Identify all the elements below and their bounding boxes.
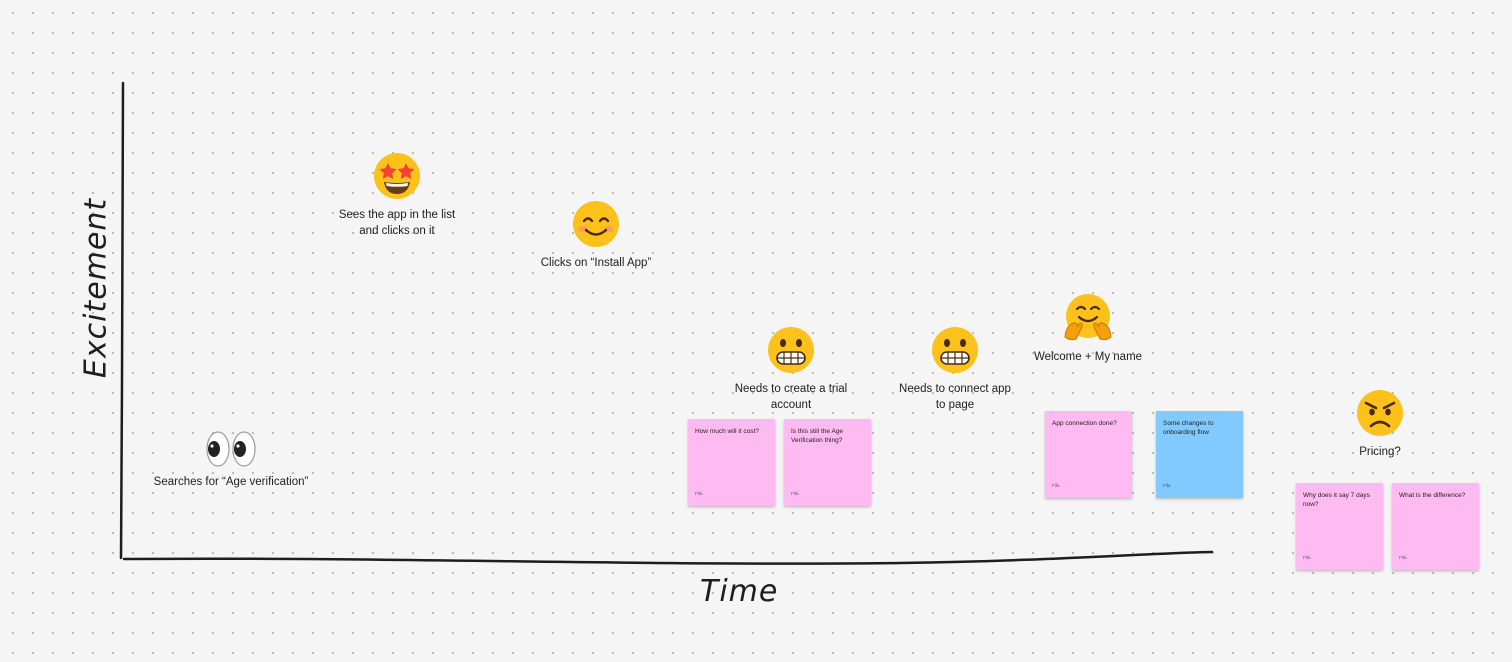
sticky-note-text: How much will it cost? (695, 428, 759, 435)
journey-step-pricing[interactable]: Pricing? (1320, 388, 1440, 460)
sticky-note-author: Fifa (1052, 483, 1060, 488)
sticky-note[interactable]: How much will it cost? Fifa (688, 419, 775, 506)
hugging-face-icon (1064, 294, 1112, 341)
step-label: Clicks on “Install App” (540, 257, 652, 269)
journey-step-sees-app[interactable]: Sees the app in the list and clicks on i… (337, 151, 457, 239)
y-axis-line (119, 81, 125, 560)
sticky-note-text: Some changes to onboarding flow (1163, 420, 1214, 436)
sticky-note[interactable]: Some changes to onboarding flow Fifa (1156, 411, 1243, 498)
sticky-note-author: Fifa (1303, 555, 1311, 560)
journey-step-trial-account[interactable]: Needs to create a trial account (731, 325, 851, 413)
grimacing-face-icon (932, 327, 978, 373)
sticky-note-text: What is the difference? (1399, 492, 1466, 499)
sticky-note-author: Fifa (1399, 555, 1407, 560)
step-label: Searches for “Age verification” (153, 476, 309, 488)
journey-step-install[interactable]: Clicks on “Install App” (536, 199, 656, 271)
step-label: Pricing? (1359, 446, 1401, 458)
journey-step-search[interactable]: Searches for “Age verification” (130, 430, 332, 490)
step-label: Sees the app in the list and clicks on i… (338, 209, 456, 237)
sticky-note-text: App connection done? (1052, 420, 1117, 427)
step-label: Needs to connect app to page (899, 383, 1011, 411)
star-struck-face-icon (374, 153, 420, 199)
angry-face-icon (1357, 390, 1403, 436)
journey-step-welcome[interactable]: Welcome + My name (1028, 293, 1148, 365)
smiling-face-icon (573, 201, 619, 247)
sticky-note-text: Why does it say 7 days now? (1303, 492, 1370, 508)
sticky-note-author: Fifa (1163, 483, 1171, 488)
grimacing-face-icon (768, 327, 814, 373)
eyes-icon (206, 431, 256, 467)
step-label: Welcome + My name (1033, 351, 1143, 363)
sticky-note[interactable]: App connection done? Fifa (1045, 411, 1132, 498)
x-axis-line (122, 550, 1214, 565)
sticky-note-text: Is this still the Age Verification thing… (791, 428, 844, 444)
sticky-note[interactable]: Why does it say 7 days now? Fifa (1296, 483, 1383, 570)
sticky-note-author: Fifa (695, 491, 703, 496)
sticky-note-author: Fifa (791, 491, 799, 496)
y-axis-label: Excitement (78, 197, 114, 379)
step-label: Needs to create a trial account (734, 383, 848, 411)
x-axis-label: Time (700, 574, 779, 609)
sticky-note[interactable]: What is the difference? Fifa (1392, 483, 1479, 570)
journey-step-connect-app[interactable]: Needs to connect app to page (895, 325, 1015, 413)
sticky-note[interactable]: Is this still the Age Verification thing… (784, 419, 871, 506)
